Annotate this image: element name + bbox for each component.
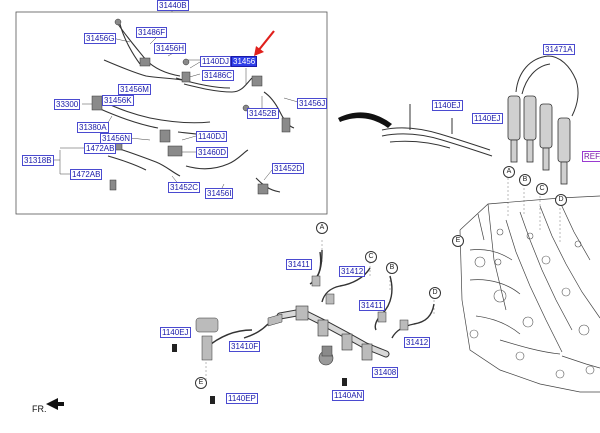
part-label[interactable]: 1472AB [70,169,103,180]
part-label[interactable]: 33300 [54,99,81,110]
engine-block [459,195,600,393]
part-label-header[interactable]: 31440B [157,0,189,11]
part-label[interactable]: 31411 [359,300,385,311]
engine-bolts [469,228,595,379]
part-label[interactable]: 31471A [543,44,575,55]
part-label[interactable]: 31410F [229,341,261,352]
marker-c: C [536,183,548,195]
part-label[interactable]: 1140EP [226,393,258,404]
part-label[interactable]: 31408 [372,367,399,378]
part-label[interactable]: 31460D [196,147,229,158]
ref-link[interactable]: REF. [582,151,600,162]
part-label[interactable]: 31456J [297,98,328,109]
marker-b: B [519,174,531,186]
transition-band [338,112,392,128]
part-label[interactable]: 31412 [404,337,431,348]
part-label[interactable]: 31318B [22,155,54,166]
part-label[interactable]: 31456I [205,188,234,199]
pointer-arrow [254,30,275,56]
fuel-return-harness [381,104,493,157]
part-label-highlighted[interactable]: 31456 [231,56,258,67]
bolts [172,344,347,404]
marker-b: B [386,262,398,274]
marker-c: C [365,251,377,263]
guide-lines [205,174,561,384]
direction-label: FR. [32,404,47,414]
marker-a: A [316,222,328,234]
part-label[interactable]: 31452B [247,108,279,119]
return-line-top [515,55,579,117]
marker-d: D [429,287,441,299]
part-label[interactable]: 1140EJ [160,327,191,338]
part-label[interactable]: 31456G [84,33,117,44]
detail-fittings [91,18,291,195]
part-label[interactable]: 1140DJ [196,131,227,142]
part-label[interactable]: 31456M [118,84,151,95]
fuel-rail [267,305,390,366]
part-label[interactable]: 31412 [339,266,366,277]
marker-e: E [452,235,464,247]
part-label[interactable]: 31380A [77,122,109,133]
fr-arrow [46,398,64,410]
part-label[interactable]: 31452C [168,182,201,193]
part-label[interactable]: 1140EJ [472,113,503,124]
part-label[interactable]: 31411 [286,259,312,270]
detail-box [15,11,328,215]
part-label[interactable]: 1140AN [332,390,365,401]
part-label[interactable]: 31456K [102,95,134,106]
part-label[interactable]: 1472AB [84,143,117,154]
part-label[interactable]: 31452D [272,163,305,174]
pipe-nuts [195,275,409,361]
part-label[interactable]: 31486F [136,27,168,38]
part-label[interactable]: 31486C [202,70,235,81]
injectors [507,95,571,185]
part-label[interactable]: 1140EJ [432,100,463,111]
part-label[interactable]: 1140DJ [200,56,231,67]
part-label[interactable]: 31456H [154,43,187,54]
marker-d: D [555,194,567,206]
marker-e: E [195,377,207,389]
marker-a: A [503,166,515,178]
